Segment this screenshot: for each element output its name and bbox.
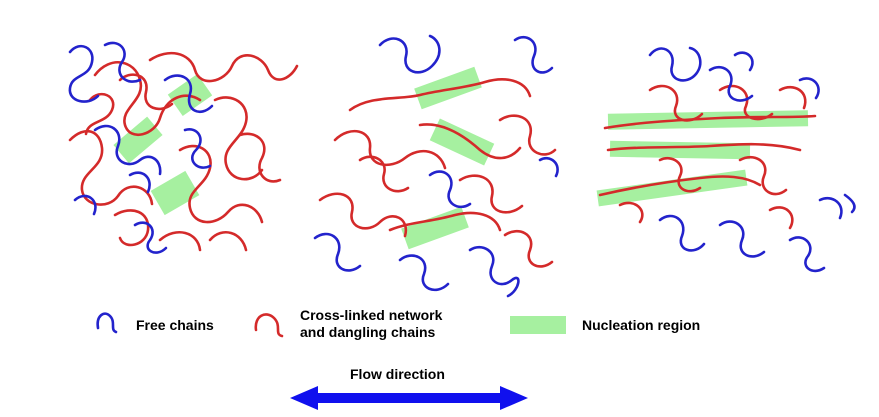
- nucleation-region: [150, 170, 200, 216]
- nucleation-region: [609, 140, 751, 160]
- network-chains: [598, 84, 817, 230]
- network-chains-label-line2: and dangling chains: [300, 324, 436, 340]
- nucleation-region: [607, 110, 809, 130]
- nucleation-region: [113, 116, 163, 164]
- nucleation-legend-swatch: [510, 316, 566, 334]
- network-chain-legend-swatch: [254, 313, 284, 338]
- flow-direction-label: Flow direction: [350, 366, 445, 382]
- free-chain-legend-swatch: [96, 312, 118, 334]
- nucleation-regions: [113, 74, 213, 216]
- flow-direction-arrow: [290, 386, 528, 410]
- free-chains: [68, 41, 214, 254]
- network-chains-label: Cross-linked network and dangling chains: [300, 307, 442, 341]
- panel-random-network: [68, 41, 299, 254]
- nucleation-region: [401, 206, 469, 250]
- free-chains: [648, 46, 856, 273]
- nucleation-regions: [401, 66, 495, 250]
- nucleation-region: [429, 118, 495, 166]
- legend: [96, 312, 566, 338]
- free-chains-label: Free chains: [136, 317, 214, 333]
- network-chains: [68, 51, 299, 252]
- panel-partially-oriented-network: [313, 34, 559, 298]
- network-chains-label-line1: Cross-linked network: [300, 307, 443, 323]
- panel-flow-aligned-network: [596, 46, 856, 273]
- free-chains: [313, 34, 559, 298]
- nucleation-region-label: Nucleation region: [582, 317, 701, 333]
- nucleation-region: [596, 169, 748, 207]
- nucleation-region: [414, 66, 482, 110]
- network-chains: [318, 78, 557, 268]
